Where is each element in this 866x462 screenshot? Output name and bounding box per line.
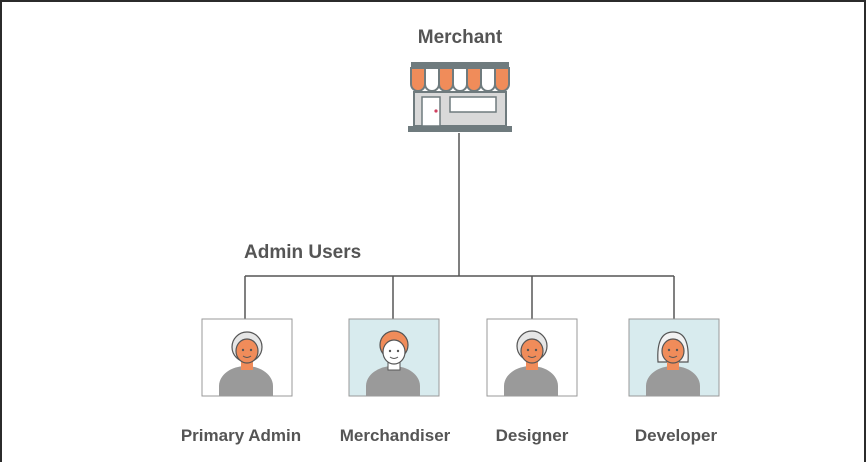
merchandiser-avatar-icon (348, 318, 440, 397)
primary-admin-label: Primary Admin (180, 426, 302, 445)
designer-avatar-icon (486, 318, 578, 397)
developer-label: Developer (634, 426, 718, 445)
admin-users-label: Admin Users (244, 242, 362, 263)
primary-admin-avatar-icon (201, 318, 293, 397)
designer-label: Designer (495, 426, 569, 445)
connector-lines (244, 133, 675, 319)
merchant-label: Merchant (417, 27, 503, 48)
merchandiser-label: Merchandiser (339, 426, 451, 445)
storefront-icon (408, 62, 512, 132)
developer-avatar-icon (628, 318, 720, 397)
